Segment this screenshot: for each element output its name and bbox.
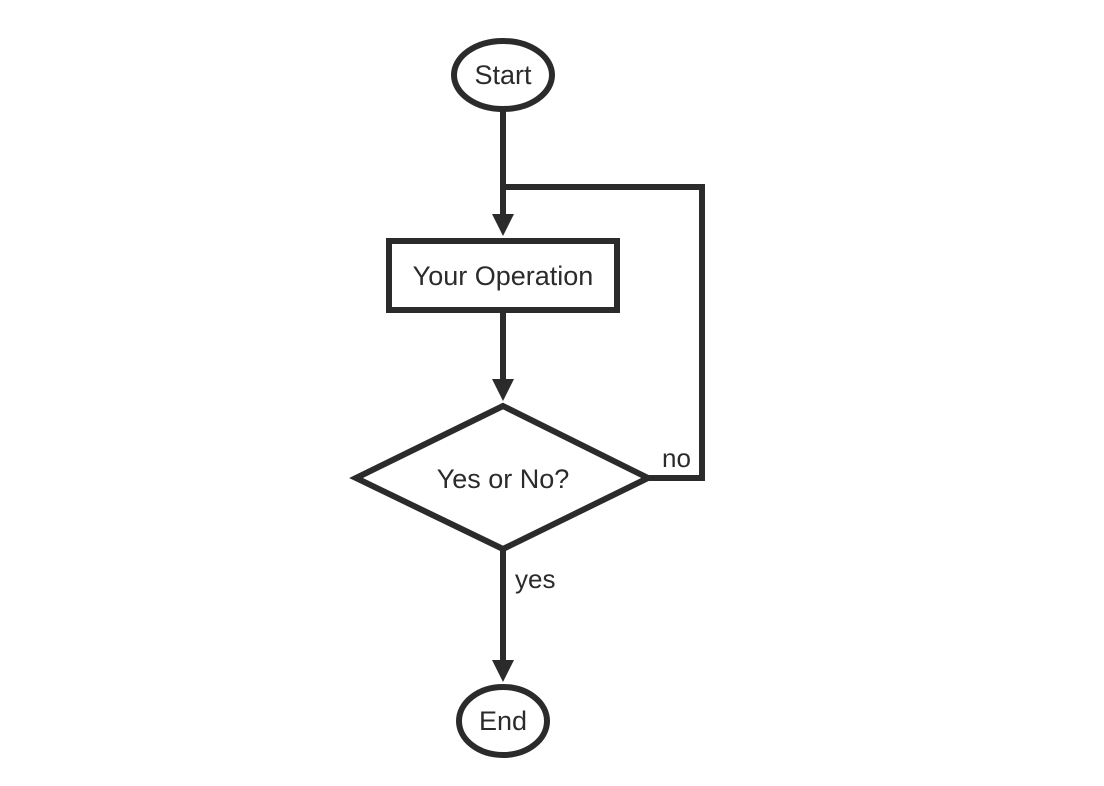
no-branch-label: no [662,443,691,473]
edges [500,109,705,664]
operation-label: Your Operation [413,261,594,291]
yes-branch-label: yes [515,564,555,594]
operation-process-shape [386,238,620,313]
end-terminator-shape [456,684,550,758]
nodes [349,38,655,758]
edge-no-loop [503,184,705,481]
decision-label: Yes or No? [437,464,570,494]
arrowheads [492,214,514,682]
arrowhead-into-operation [492,214,514,236]
labels: Start Your Operation Yes or No? End no y… [413,60,691,736]
arrowhead-into-end [492,660,514,682]
decision-diamond-shape [349,402,655,553]
arrowhead-into-decision [492,379,514,401]
start-terminator-shape [451,38,555,112]
start-label: Start [474,60,532,90]
end-label: End [479,706,527,736]
